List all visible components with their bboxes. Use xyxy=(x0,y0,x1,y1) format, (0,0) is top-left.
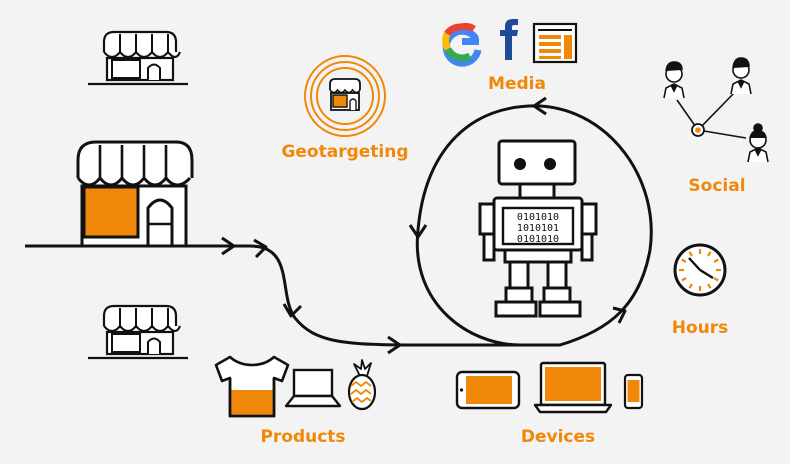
person-icon-bottom xyxy=(747,123,769,163)
label-devices: Devices xyxy=(521,427,595,447)
geotargeting-icon xyxy=(304,55,386,137)
phone-icon xyxy=(623,373,644,410)
person-icon-left xyxy=(663,61,685,99)
label-hours: Hours xyxy=(672,318,729,338)
clock-icon xyxy=(673,243,727,297)
label-social: Social xyxy=(688,176,745,196)
newspaper-icon xyxy=(532,22,578,64)
social-network-icon xyxy=(676,89,747,139)
small-store-icon-top xyxy=(88,30,188,86)
large-store-icon xyxy=(76,140,194,248)
laptop-icon-devices xyxy=(533,361,613,414)
label-geotargeting: Geotargeting xyxy=(281,142,408,162)
robot-illustration xyxy=(478,139,598,318)
flow-path xyxy=(25,104,653,347)
label-media: Media xyxy=(488,74,546,94)
label-products: Products xyxy=(260,427,345,447)
robot-display-line-1: 0101010 xyxy=(517,212,559,223)
google-icon xyxy=(442,22,482,67)
tshirt-icon xyxy=(214,355,290,418)
person-icon-right xyxy=(730,57,752,95)
small-store-icon-bottom xyxy=(88,304,188,360)
laptop-icon-products xyxy=(284,368,342,408)
pineapple-icon xyxy=(347,359,377,411)
tablet-icon xyxy=(455,370,521,410)
robot-display-line-3: 0101010 xyxy=(517,234,559,245)
flow-arrowheads xyxy=(221,96,627,355)
facebook-icon xyxy=(500,19,518,60)
robot-display-line-2: 1010101 xyxy=(517,223,559,234)
